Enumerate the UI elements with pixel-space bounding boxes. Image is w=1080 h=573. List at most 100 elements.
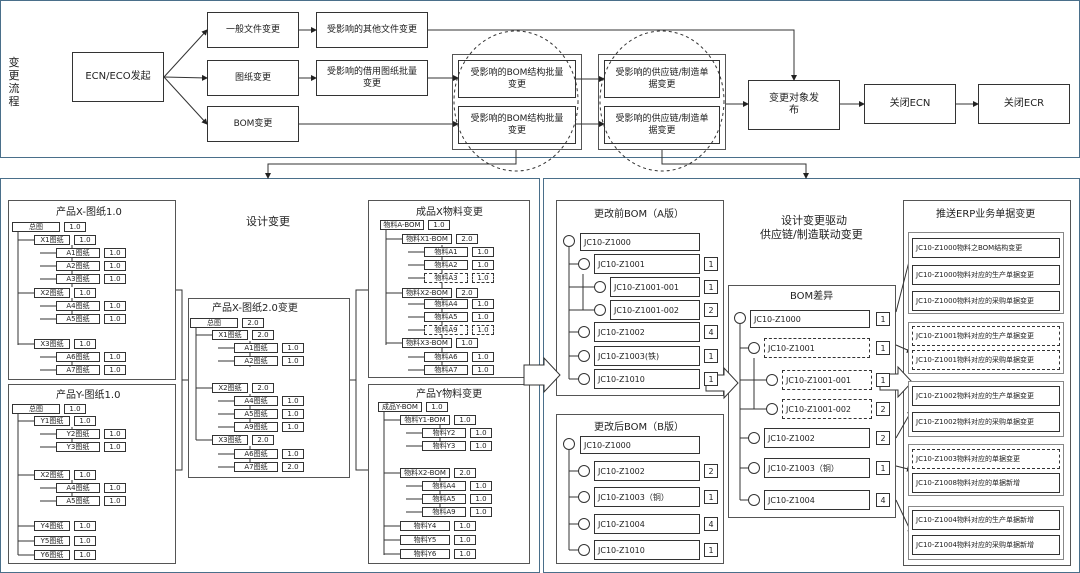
diff-item-3-qty: 2	[876, 431, 890, 445]
x20-row-2-name: A1图纸	[234, 343, 278, 353]
x10-row-6-ver: 1.0	[104, 301, 126, 311]
matx-row-3-ver: 1.0	[472, 260, 494, 270]
before-item-0-circle	[578, 258, 590, 270]
before-item-1-circle	[594, 281, 606, 293]
before-item-4-circle	[578, 350, 590, 362]
matx-row-7-ver: 1.0	[472, 312, 494, 322]
matx-row-3-name: 物料A2	[424, 260, 468, 270]
x20-row-2-ver: 1.0	[282, 343, 304, 353]
diff-item-1-name: JC10-Z1001-001	[782, 370, 872, 390]
erp-item-6: JC10-Z1002物料对应的采购单据变更	[912, 412, 1060, 432]
x20-row-3-ver: 1.0	[282, 356, 304, 366]
diff-item-4-qty: 1	[876, 461, 890, 475]
after-item-0-name: JC10-Z1002	[594, 461, 700, 481]
y10-row-8-name: Y5图纸	[34, 536, 70, 546]
x10-row-0-name: 总图	[12, 222, 60, 232]
maty-row-2-ver: 1.0	[470, 428, 492, 438]
x20-row-5-name: A4图纸	[234, 396, 278, 406]
diff-item-5-circle	[748, 494, 760, 506]
matx-row-10-ver: 1.0	[472, 352, 494, 362]
matx-row-8-name: 物料A9	[424, 325, 468, 335]
after-item-0-qty: 2	[704, 464, 718, 478]
bom-batch-node-2: 受影响的BOM结构批量变更	[458, 106, 576, 144]
matx-row-0-ver: 1.0	[428, 220, 450, 230]
before-item-3-name: JC10-Z1002	[594, 322, 700, 342]
diff-item-2-name: JC10-Z1001-002	[782, 399, 872, 419]
y10-row-7-name: Y4图纸	[34, 521, 70, 531]
process-side-label: 变更流程	[8, 56, 20, 108]
after-item-0-circle	[578, 465, 590, 477]
diff-item-2-qty: 2	[876, 402, 890, 416]
after-item-2-circle	[578, 518, 590, 530]
y10-row-1-ver: 1.0	[74, 416, 96, 426]
diff-item-0-qty: 1	[876, 341, 890, 355]
matx-row-5-name: 物料X2-BOM	[402, 288, 452, 298]
maty-row-4-ver: 2.0	[454, 468, 476, 478]
maty-row-6-name: 物料A5	[422, 494, 466, 504]
x10-row-6-name: A4图纸	[56, 301, 100, 311]
before-item-2-qty: 2	[704, 303, 718, 317]
maty-row-3-ver: 1.0	[470, 441, 492, 451]
x20-row-8-name: X3图纸	[212, 435, 248, 445]
matx-row-0-name: 物料A-BOM	[380, 220, 424, 230]
matx-title: 成品X物料变更	[416, 207, 483, 218]
before-root-circle	[563, 235, 575, 247]
maty-row-9-ver: 1.0	[454, 535, 476, 545]
x20-row-8-ver: 2.0	[252, 435, 274, 445]
after-item-1-name: JC10-Z1003（铜）	[594, 487, 700, 507]
maty-row-8-ver: 1.0	[454, 521, 476, 531]
x10-row-4-name: A3图纸	[56, 274, 100, 284]
before-root: JC10-Z1000	[580, 233, 700, 251]
y10-row-3-name: Y3图纸	[56, 442, 100, 452]
drawing-affected-node: 受影响的借用图纸批量变更	[316, 60, 428, 96]
before-item-5-qty: 1	[704, 372, 718, 386]
publish-node: 变更对象发布	[748, 80, 840, 130]
matx-row-4-ver: 1.0	[472, 273, 494, 283]
diff-item-3-circle	[748, 432, 760, 444]
x20-row-7-name: A9图纸	[234, 422, 278, 432]
x20-row-5-ver: 1.0	[282, 396, 304, 406]
maty-row-10-ver: 1.0	[454, 549, 476, 559]
before-item-2-circle	[594, 304, 606, 316]
x20-row-9-ver: 1.0	[282, 449, 304, 459]
y10-row-0-ver: 1.0	[64, 404, 86, 414]
after-item-3-qty: 1	[704, 543, 718, 557]
x10-row-5-name: X2图纸	[34, 288, 70, 298]
doc-affected-node: 受影响的其他文件变更	[316, 12, 428, 48]
x10-row-1-name: X1图纸	[34, 235, 70, 245]
maty-title: 产品Y物料变更	[416, 389, 483, 400]
supply-title-line2: 供应链/制造联动变更	[760, 228, 863, 241]
diff-item-0-name: JC10-Z1001	[764, 338, 870, 358]
drawing-change-node: 图纸变更	[207, 60, 299, 96]
y10-row-4-ver: 1.0	[74, 470, 96, 480]
after-item-2-qty: 4	[704, 517, 718, 531]
matx-row-11-name: 物料A7	[424, 365, 468, 375]
before-item-0-name: JC10-Z1001	[594, 254, 700, 274]
x10-row-4-ver: 1.0	[104, 274, 126, 284]
before-item-3-qty: 4	[704, 325, 718, 339]
matx-row-1-ver: 2.0	[456, 234, 478, 244]
matx-row-11-ver: 1.0	[472, 365, 494, 375]
supply-node-1: 受影响的供应链/制造单据变更	[604, 60, 720, 98]
before-item-0-qty: 1	[704, 257, 718, 271]
y10-row-2-name: Y2图纸	[56, 429, 100, 439]
diff-item-1-qty: 1	[876, 373, 890, 387]
diff-root-circle	[734, 312, 746, 324]
x10-row-2-ver: 1.0	[104, 248, 126, 258]
matx-row-9-ver: 1.0	[456, 338, 478, 348]
diff-item-4-name: JC10-Z1003（铜）	[764, 458, 870, 478]
x10-drawing-title: 产品X-图纸1.0	[56, 207, 122, 218]
y10-row-5-ver: 1.0	[104, 483, 126, 493]
matx-row-4-name: 物料A3	[424, 273, 468, 283]
diff-root-qty: 1	[876, 312, 890, 326]
x20-row-6-name: A5图纸	[234, 409, 278, 419]
x10-row-7-ver: 1.0	[104, 314, 126, 324]
close-ecn-node: 关闭ECN	[864, 84, 956, 124]
x20-row-1-name: X1图纸	[212, 330, 248, 340]
y10-row-1-name: Y1图纸	[34, 416, 70, 426]
x20-row-3-name: A2图纸	[234, 356, 278, 366]
x10-row-0-ver: 1.0	[64, 222, 86, 232]
after-item-1-qty: 1	[704, 490, 718, 504]
x10-row-3-ver: 1.0	[104, 261, 126, 271]
erp-item-9: JC10-Z1004物料对应的生产单据新增	[912, 510, 1060, 530]
